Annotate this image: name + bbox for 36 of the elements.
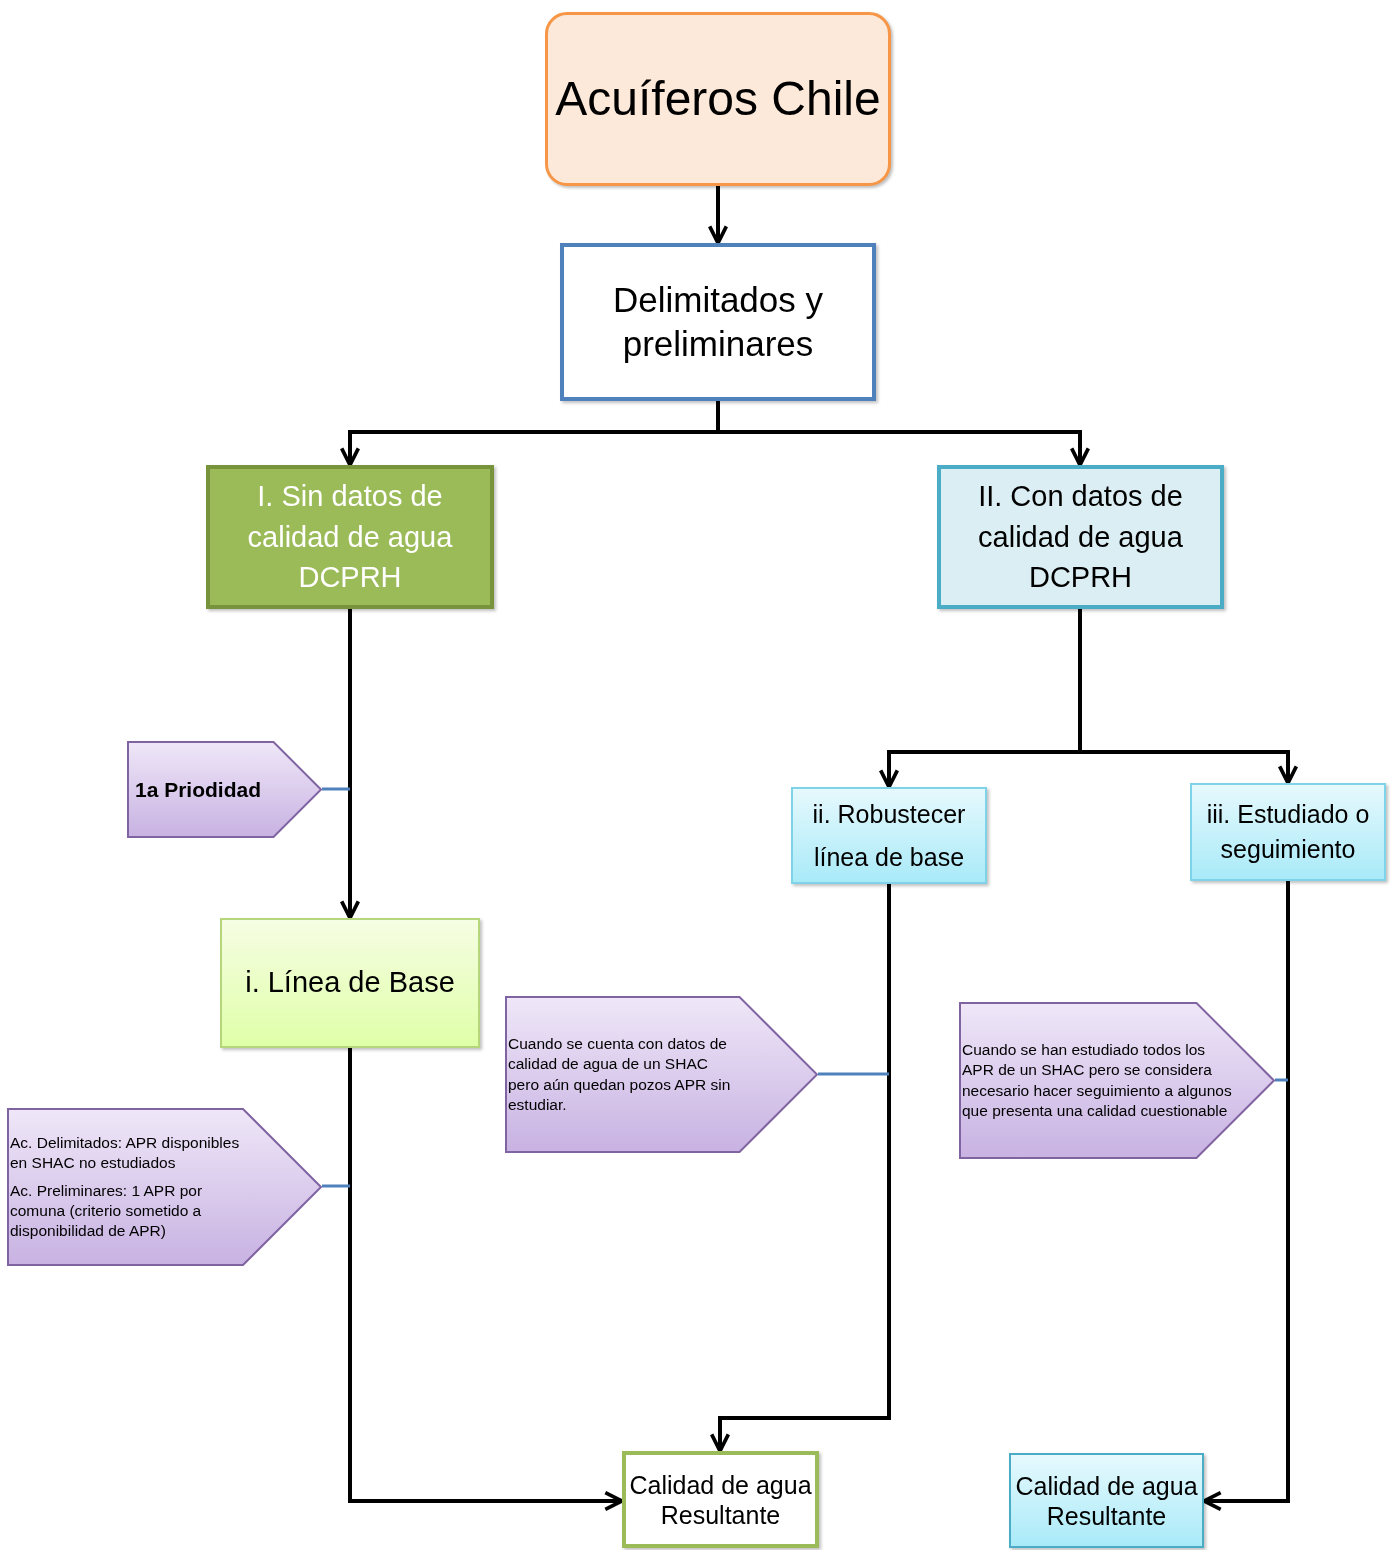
node-text: iii. Estudiado o seguimiento [1205, 799, 1371, 865]
arrow [716, 401, 1091, 467]
node-text: Ac. Delimitados: APR disponibles en SHAC no estudiados [10, 1132, 241, 1173]
pentagon-arrow-box [127, 741, 322, 838]
node-text: 1a Priodidad [135, 776, 262, 803]
process-box [560, 243, 876, 401]
process-box [937, 465, 1224, 609]
process-box [545, 12, 891, 186]
node-text: Calidad de agua Resultante [628, 1469, 813, 1530]
node-text: Cuando se han estudiado todos los APR de un SHAC pero se considera necesario hacer seguimiento a algunos que presenta una calidad cuestionable [962, 1040, 1233, 1121]
arrow [709, 884, 891, 1453]
node-text: Acuíferos Chile [555, 70, 881, 127]
process-box [622, 1451, 819, 1548]
node-text: i. Línea de Base [245, 965, 455, 1001]
connector-line [322, 1184, 350, 1188]
pentagon-arrow-box [7, 1108, 322, 1266]
node-text: Delimitados y preliminares [611, 279, 825, 365]
process-box [1009, 1453, 1204, 1548]
pentagon-arrow-box [959, 1002, 1275, 1159]
arrow [339, 609, 361, 920]
node-text: Cuando se cuenta con datos de calidad de agua de un SHAC pero aún quedan pozos APR sin estudiar. [508, 1034, 732, 1115]
arrow [707, 186, 729, 245]
connector-line [322, 787, 350, 791]
process-box [220, 918, 480, 1048]
node-text: ii. Robustecer línea de base [811, 799, 967, 873]
process-box [791, 787, 987, 884]
node-text: II. Con datos de calidad de agua DCPRH [977, 479, 1184, 596]
node-text: Ac. Preliminares: 1 APR por comuna (criterio sometido a disponibilidad de APR) [10, 1180, 204, 1242]
node-text: I. Sin datos de calidad de agua DCPRH [246, 479, 454, 596]
connector-line [818, 1072, 889, 1076]
arrow [348, 1048, 624, 1512]
pentagon-arrow-box [505, 996, 818, 1153]
node-text: Calidad de agua Resultante [1014, 1470, 1199, 1531]
connector-line [1275, 1078, 1288, 1082]
process-box [206, 465, 494, 609]
process-box [1190, 783, 1386, 881]
